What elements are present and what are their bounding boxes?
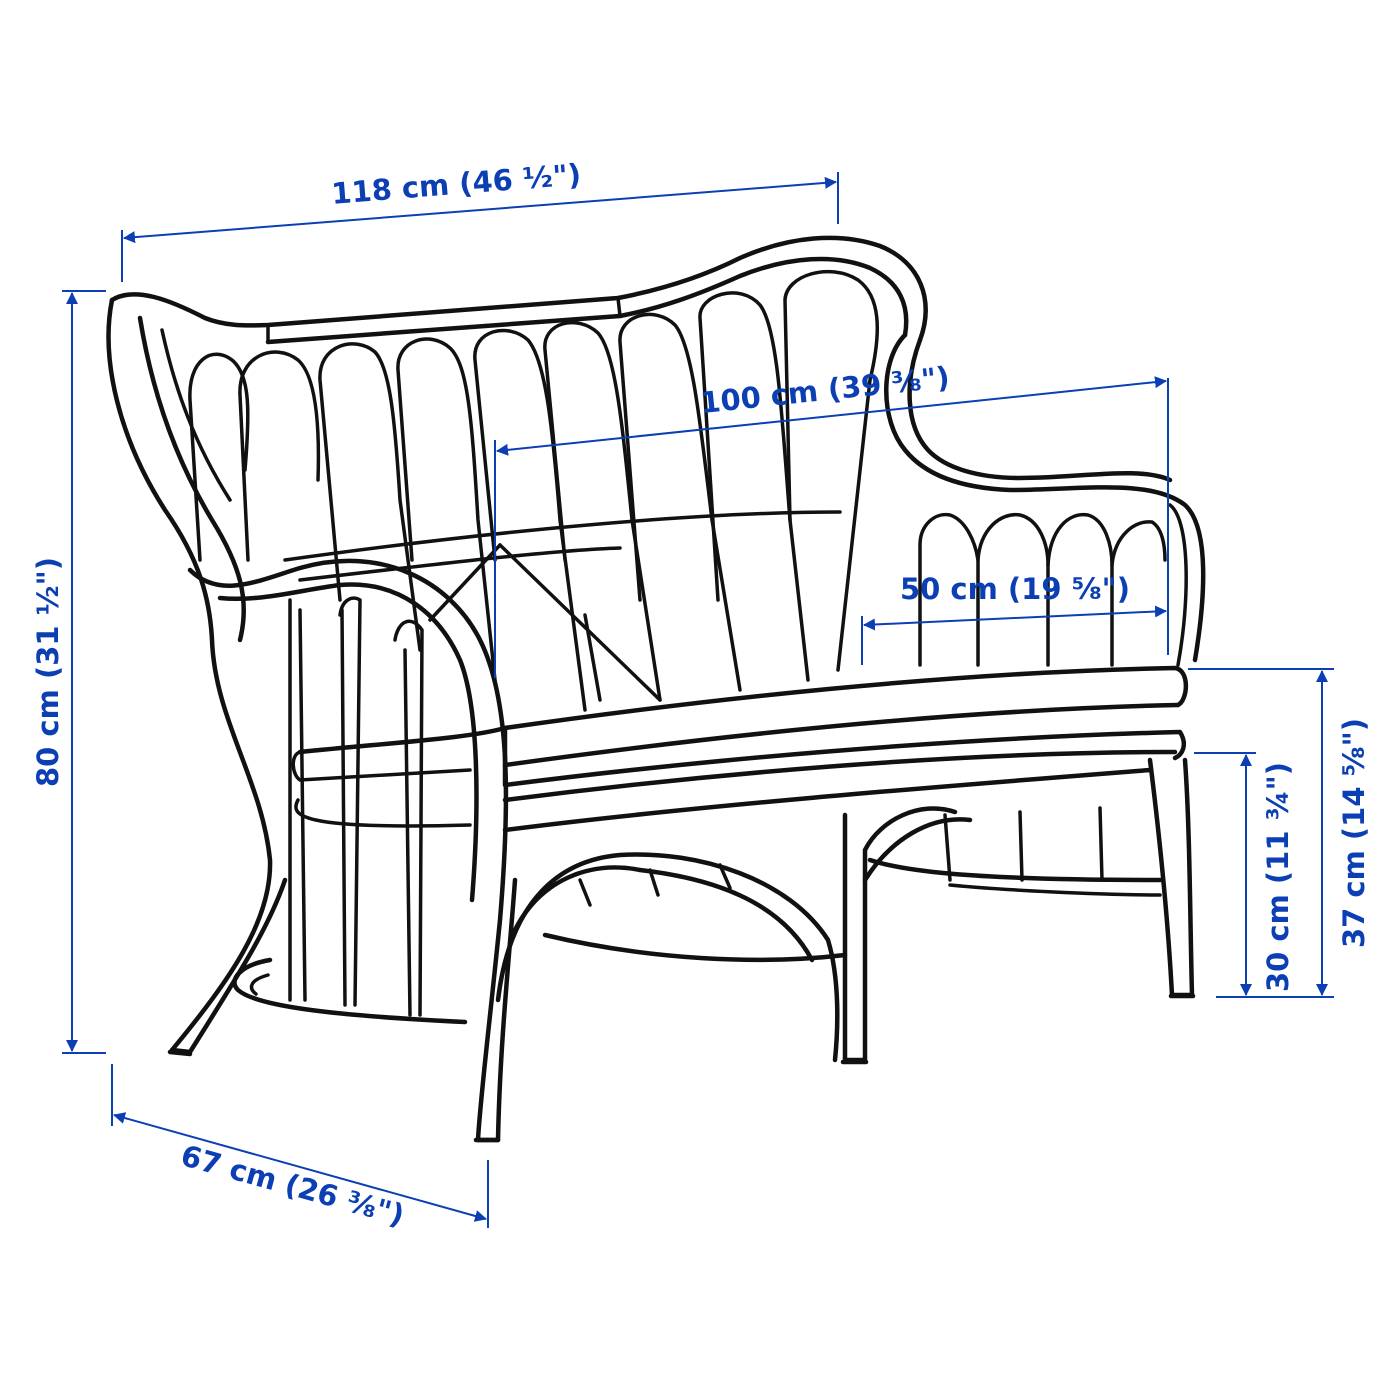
right-armrest-inner (907, 337, 1173, 483)
bottom-stretcher-front (542, 932, 848, 963)
left-front-leg-front (475, 877, 518, 1143)
left-armrest-outer (187, 558, 509, 1143)
under-slat-6 (1098, 806, 1104, 882)
back-arch-2 (238, 350, 321, 562)
dim-line-seat-depth (863, 605, 1167, 631)
bottom-stretcher-right (867, 857, 1163, 883)
rear-seat-rail-lower (298, 546, 622, 582)
arm-spindle-6 (403, 648, 412, 1017)
left-wing-inner (137, 315, 247, 643)
back-arch-1 (188, 352, 250, 562)
left-front-leg (169, 877, 288, 1055)
dim-line-total-width (123, 176, 837, 244)
left-wing-inner-2 (160, 328, 232, 502)
back-arch-8 (698, 291, 810, 682)
backrest-top-rail-inner (265, 256, 909, 345)
seat-cushion-front-top (502, 702, 1181, 768)
side-arch-2 (976, 513, 1050, 667)
seat-front-rail-lower (502, 767, 1153, 833)
back-arch-9 (783, 269, 879, 672)
under-slat-4 (943, 813, 952, 882)
under-slat-1 (578, 878, 592, 907)
arm-spindle-2 (298, 608, 307, 1002)
top-rail-seam-right (616, 296, 622, 318)
dim-line-seat-width (496, 376, 1167, 456)
left-armrest-inner (217, 582, 479, 903)
label-total-depth: 67 cm (26 ⅜") (177, 1138, 408, 1232)
label-total-width: 118 cm (46 ½") (330, 157, 582, 211)
under-slat-5 (1018, 810, 1024, 882)
left-floor-runner (232, 957, 468, 1025)
right-armrest-support (1168, 503, 1188, 667)
rear-seat-rail (283, 510, 842, 562)
left-floor-runner-inner (249, 973, 270, 996)
label-total-height: 80 cm (31 ½") (31, 557, 65, 787)
back-cross-brace-2 (498, 543, 662, 702)
arm-spindle-4 (340, 608, 347, 1007)
label-seat-width: 100 cm (39 ⅜") (699, 360, 951, 420)
seat-left-edge-lower (294, 798, 472, 828)
back-arch-7 (618, 312, 742, 692)
under-slat-2 (648, 868, 660, 897)
back-cross-brace-3 (583, 613, 602, 702)
back-arch-6 (543, 320, 662, 702)
bottom-stretcher-right-2 (948, 883, 1162, 897)
side-arch-1 (918, 512, 980, 667)
label-seat-depth: 50 cm (19 ⅝") (900, 572, 1130, 606)
back-cross-brace-1 (428, 543, 502, 622)
side-arch-3 (1046, 513, 1114, 667)
side-arch-4 (1110, 520, 1167, 667)
foot-cap-left-rear (167, 1049, 193, 1057)
arm-spindle-5 (393, 619, 424, 1017)
seat-cushion-top (297, 665, 1189, 755)
back-arch-4 (396, 337, 497, 682)
front-center-arch-inner (512, 865, 815, 963)
seat-left-edge (291, 750, 472, 782)
loveseat-drawing (106, 235, 1206, 1143)
label-seat-height: 37 cm (14 ⅝") (1337, 718, 1371, 948)
front-right-leg-arch (862, 817, 973, 883)
front-right-leg (842, 806, 958, 1063)
dim-line-total-depth (113, 1112, 487, 1222)
under-slat-3 (718, 863, 732, 890)
label-free-height: 30 cm (11 ¾") (1261, 762, 1295, 992)
left-wing-outer (106, 297, 273, 1053)
backrest-top-rail (109, 235, 928, 343)
back-arch-3 (318, 342, 422, 652)
rear-right-leg (1147, 757, 1195, 998)
seat-cushion-front-bottom (502, 729, 1187, 788)
seat-front-rail (502, 749, 1178, 803)
